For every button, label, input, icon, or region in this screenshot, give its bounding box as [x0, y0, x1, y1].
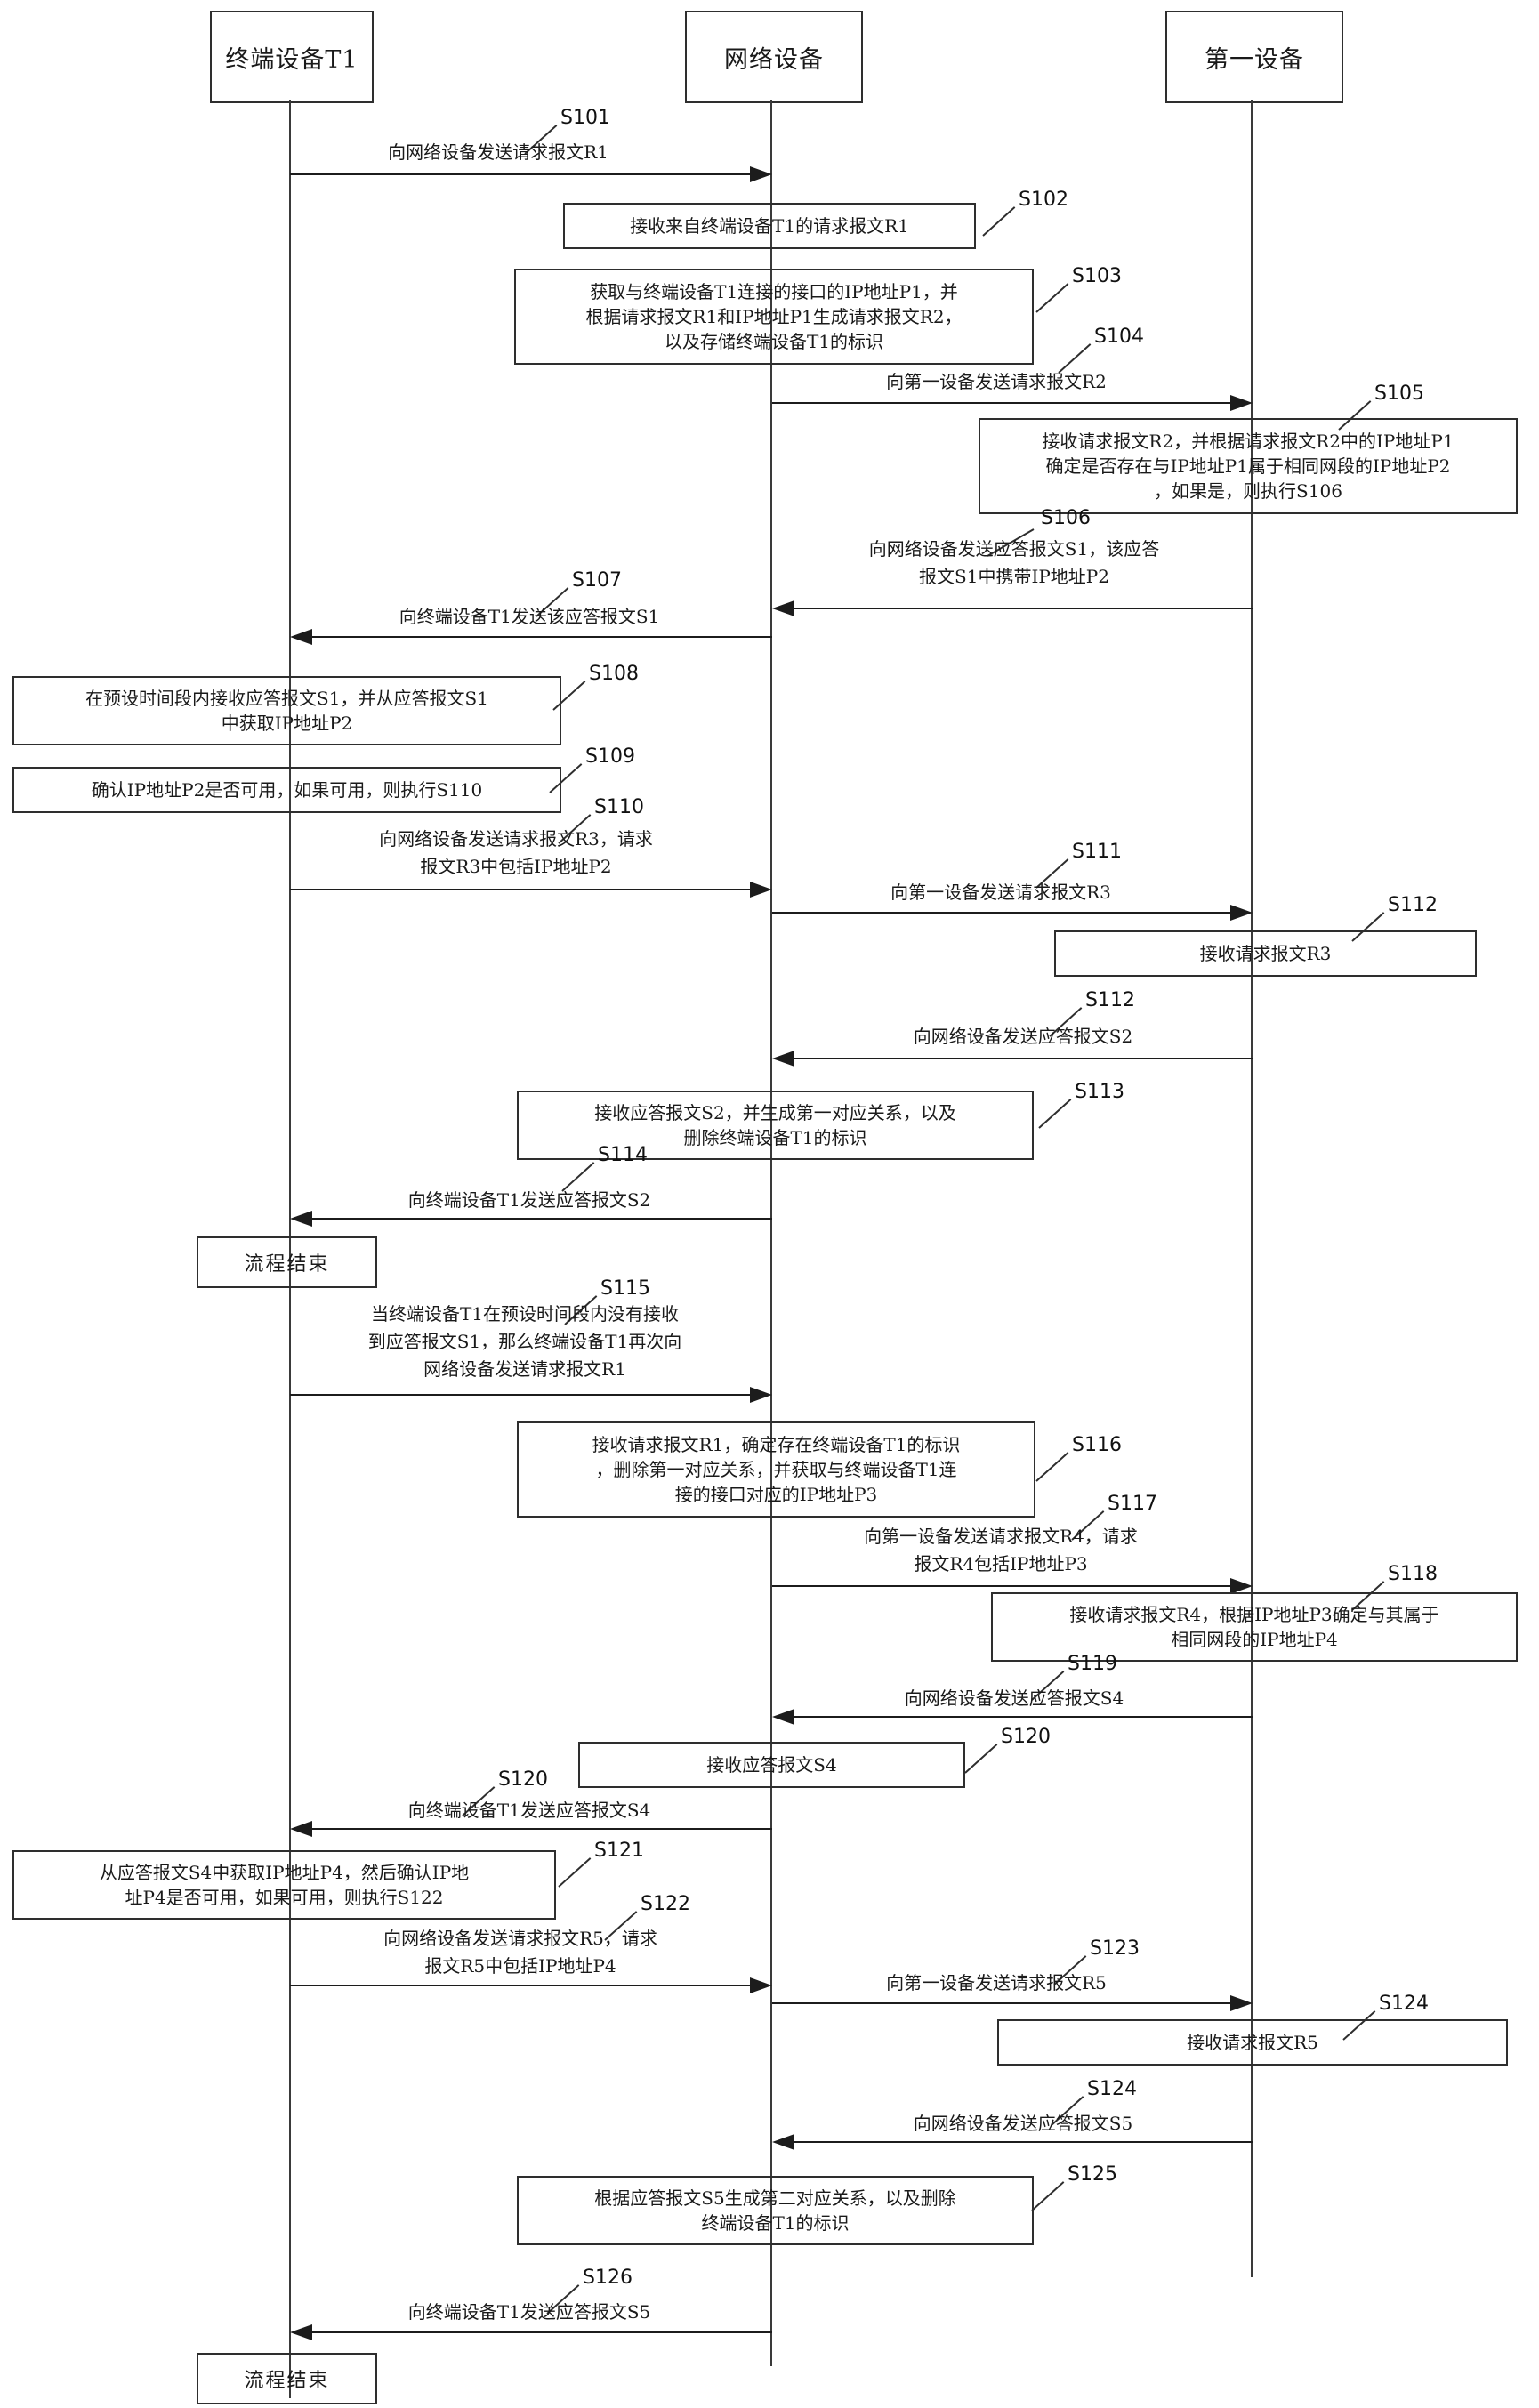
arrow-s111	[772, 905, 1253, 921]
leader-line-s103	[1035, 283, 1069, 313]
leader-line-s102	[982, 206, 1016, 237]
arrow-s126	[290, 2324, 772, 2340]
step-label-s124-recv: S124	[1379, 1993, 1429, 2015]
process-box-s125: 根据应答报文S5生成第二对应关系，以及删除 终端设备T1的标识	[517, 2176, 1034, 2245]
step-label-s123: S123	[1090, 1937, 1140, 1960]
process-box-s103: 获取与终端设备T1连接的接口的IP地址P1，并 根据请求报文R1和IP地址P1生…	[514, 269, 1034, 365]
message-s119: 向网络设备发送应答报文S4	[904, 1687, 1124, 1709]
step-label-s109: S109	[585, 745, 635, 768]
arrow-s115	[290, 1387, 772, 1403]
step-label-s115: S115	[600, 1277, 650, 1300]
arrow-s114	[290, 1211, 772, 1227]
process-box-s121: 从应答报文S4中获取IP地址P4，然后确认IP地 址P4是否可用，如果可用，则执…	[12, 1850, 556, 1920]
step-label-s118: S118	[1388, 1563, 1438, 1585]
step-label-s102: S102	[1019, 189, 1068, 211]
step-label-s114: S114	[598, 1144, 648, 1166]
leader-line-s116	[1035, 1452, 1069, 1482]
message-s114: 向终端设备T1发送应答报文S2	[407, 1189, 651, 1211]
leader-line-s120-recv	[964, 1744, 998, 1774]
arrow-s112	[772, 1051, 1253, 1067]
step-label-s120-send: S120	[498, 1768, 548, 1791]
process-box-s116: 接收请求报文R1，确定存在终端设备T1的标识 ，删除第一对应关系，并获取与终端设…	[517, 1421, 1035, 1518]
process-box-s109: 确认IP地址P2是否可用，如果可用，则执行S110	[12, 767, 561, 813]
message-s126: 向终端设备T1发送应答报文S5	[407, 2301, 651, 2323]
step-label-s120-recv: S120	[1001, 1726, 1051, 1748]
message-s115: 当终端设备T1在预设时间段内没有接收 到应答报文S1，那么终端设备T1再次向 网…	[367, 1303, 682, 1380]
message-s124: 向网络设备发送应答报文S5	[913, 2113, 1133, 2134]
step-label-s121: S121	[594, 1840, 644, 1862]
arrow-s104	[772, 395, 1253, 411]
message-s111: 向第一设备发送请求报文R3	[890, 882, 1111, 903]
step-label-s124-send: S124	[1087, 2078, 1137, 2100]
leader-line-s113	[1038, 1099, 1072, 1129]
arrow-s101	[290, 166, 772, 182]
process-box-s124: 接收请求报文R5	[997, 2019, 1508, 2066]
arrow-s120	[290, 1821, 772, 1837]
step-label-s108: S108	[589, 663, 639, 685]
step-label-s101: S101	[560, 107, 610, 129]
step-label-s113: S113	[1075, 1081, 1124, 1103]
process-box-s120: 接收应答报文S4	[578, 1742, 965, 1788]
message-s110: 向网络设备发送请求报文R3，请求 报文R3中包括IP地址P2	[379, 828, 653, 877]
step-label-s111: S111	[1072, 841, 1122, 863]
process-box-s113: 接收应答报文S2，并生成第一对应关系，以及 删除终端设备T1的标识	[517, 1091, 1034, 1160]
process-box-s118: 接收请求报文R4，根据IP地址P3确定与其属于 相同网段的IP地址P4	[991, 1592, 1518, 1662]
message-s120: 向终端设备T1发送应答报文S4	[407, 1800, 651, 1821]
step-label-s117: S117	[1108, 1493, 1157, 1515]
arrow-s122	[290, 1977, 772, 1993]
lifeline-terminal-device-t1	[289, 100, 291, 2398]
actor-box-network-device: 网络设备	[685, 11, 863, 103]
step-label-s103: S103	[1072, 265, 1122, 287]
arrow-s107	[290, 629, 772, 645]
lifeline-first-device	[1251, 100, 1253, 2277]
step-label-s107: S107	[572, 569, 622, 592]
leader-line-s125	[1031, 2181, 1065, 2211]
message-s101: 向网络设备发送请求报文R1	[388, 141, 608, 163]
message-s112: 向网络设备发送应答报文S2	[913, 1026, 1133, 1047]
step-label-s105: S105	[1374, 383, 1424, 405]
message-s123: 向第一设备发送请求报文R5	[886, 1972, 1107, 1993]
leader-line-s121	[558, 1857, 592, 1888]
step-label-s104: S104	[1094, 326, 1144, 348]
message-s106: 向网络设备发送应答报文S1，该应答 报文S1中携带IP地址P2	[868, 538, 1160, 587]
step-label-s110: S110	[594, 796, 644, 818]
arrow-s110	[290, 882, 772, 898]
lifeline-network-device	[770, 100, 772, 2366]
step-label-s119: S119	[1068, 1653, 1117, 1675]
message-s122: 向网络设备发送请求报文R5，请求 报文R5中包括IP地址P4	[383, 1928, 657, 1977]
process-box-s112: 接收请求报文R3	[1054, 930, 1477, 977]
arrow-s123	[772, 1995, 1253, 2011]
step-label-s106: S106	[1041, 507, 1091, 529]
process-box-s102: 接收来自终端设备T1的请求报文R1	[563, 203, 976, 249]
end-box-2: 流程结束	[197, 2353, 377, 2404]
arrow-s106	[772, 600, 1253, 616]
arrow-s117	[772, 1578, 1253, 1594]
step-label-s126: S126	[583, 2267, 633, 2289]
step-label-s112-recv: S112	[1388, 894, 1438, 916]
step-label-s122: S122	[641, 1893, 690, 1915]
end-box-1: 流程结束	[197, 1236, 377, 1288]
message-s104: 向第一设备发送请求报文R2	[886, 371, 1107, 392]
arrow-s124	[772, 2134, 1253, 2150]
arrow-s119	[772, 1709, 1253, 1725]
actor-box-first-device: 第一设备	[1165, 11, 1343, 103]
step-label-s125: S125	[1068, 2163, 1117, 2186]
step-label-s116: S116	[1072, 1434, 1122, 1456]
step-label-s112-send: S112	[1085, 989, 1135, 1011]
message-s107: 向终端设备T1发送该应答报文S1	[399, 606, 660, 627]
process-box-s105: 接收请求报文R2，并根据请求报文R2中的IP地址P1 确定是否存在与IP地址P1…	[979, 418, 1518, 514]
process-box-s108: 在预设时间段内接收应答报文S1，并从应答报文S1 中获取IP地址P2	[12, 676, 561, 745]
actor-box-terminal-device-t1: 终端设备T1	[210, 11, 374, 103]
message-s117: 向第一设备发送请求报文R4，请求 报文R4包括IP地址P3	[864, 1526, 1138, 1574]
